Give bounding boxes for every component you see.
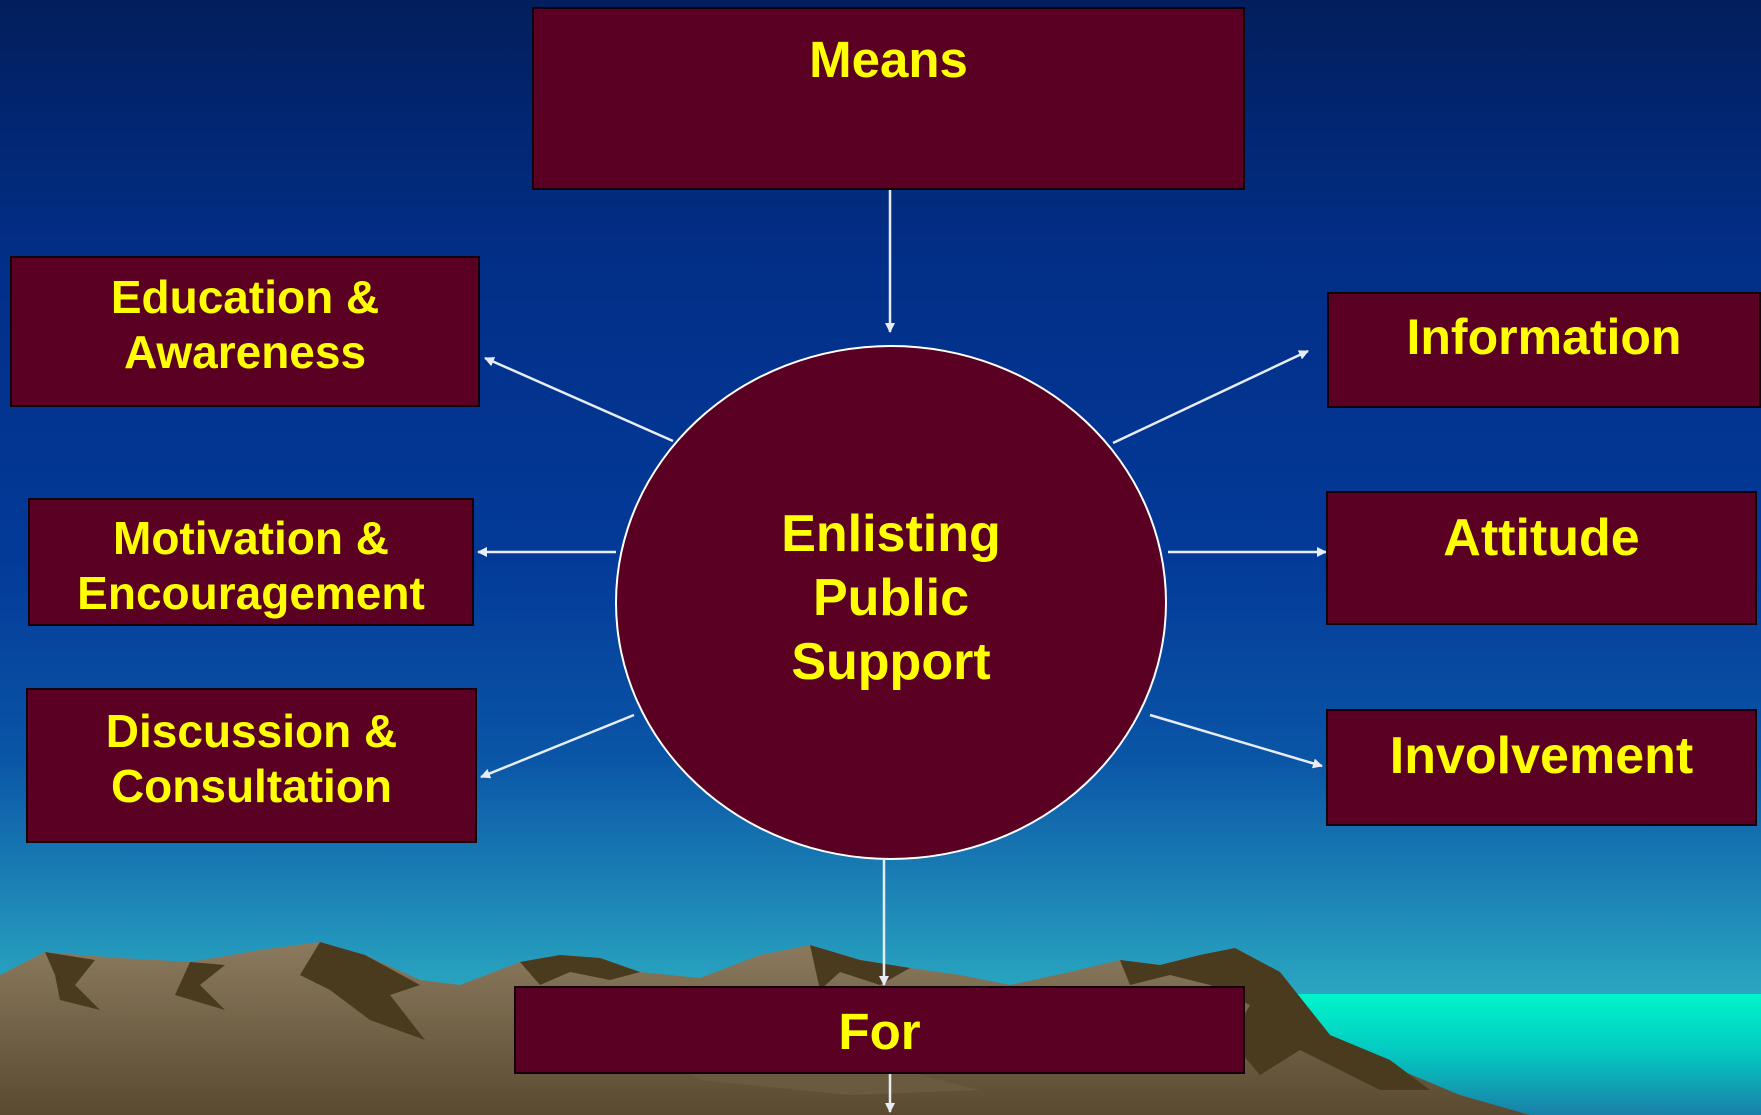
involvement-box: Involvement xyxy=(1326,709,1757,826)
information-label: Information xyxy=(1406,309,1682,365)
education-line-2: Awareness xyxy=(123,326,367,379)
education-line-1: Education & xyxy=(110,271,380,323)
motivation-encouragement-box: Motivation & Encouragement xyxy=(28,498,474,626)
center-ellipse: Enlisting Public Support xyxy=(615,345,1167,860)
arrow-to-education xyxy=(484,356,674,443)
means-label: Means xyxy=(809,31,968,88)
arrow-to-discussion xyxy=(480,713,635,779)
discussion-consultation-box: Discussion & Consultation xyxy=(26,688,477,843)
discussion-line-2: Consultation xyxy=(110,760,393,813)
involvement-label: Involvement xyxy=(1389,727,1694,785)
information-box: Information xyxy=(1327,292,1761,408)
connector-arrows xyxy=(477,176,1327,1113)
discussion-line-1: Discussion & xyxy=(105,705,398,757)
arrow-to-involvement xyxy=(1149,713,1323,769)
center-line-3: Support xyxy=(791,633,991,691)
means-box: Means xyxy=(532,7,1245,190)
center-line-2: Public xyxy=(812,569,970,627)
for-label: For xyxy=(838,1003,921,1060)
attitude-box: Attitude xyxy=(1326,491,1757,625)
motivation-line-2: Encouragement xyxy=(77,567,425,620)
center-line-1: Enlisting xyxy=(781,505,1001,563)
motivation-line-1: Motivation & xyxy=(113,512,389,564)
attitude-label: Attitude xyxy=(1443,509,1640,567)
education-awareness-box: Education & Awareness xyxy=(10,256,480,407)
for-box: For xyxy=(514,986,1245,1074)
arrow-to-information xyxy=(1112,349,1309,445)
